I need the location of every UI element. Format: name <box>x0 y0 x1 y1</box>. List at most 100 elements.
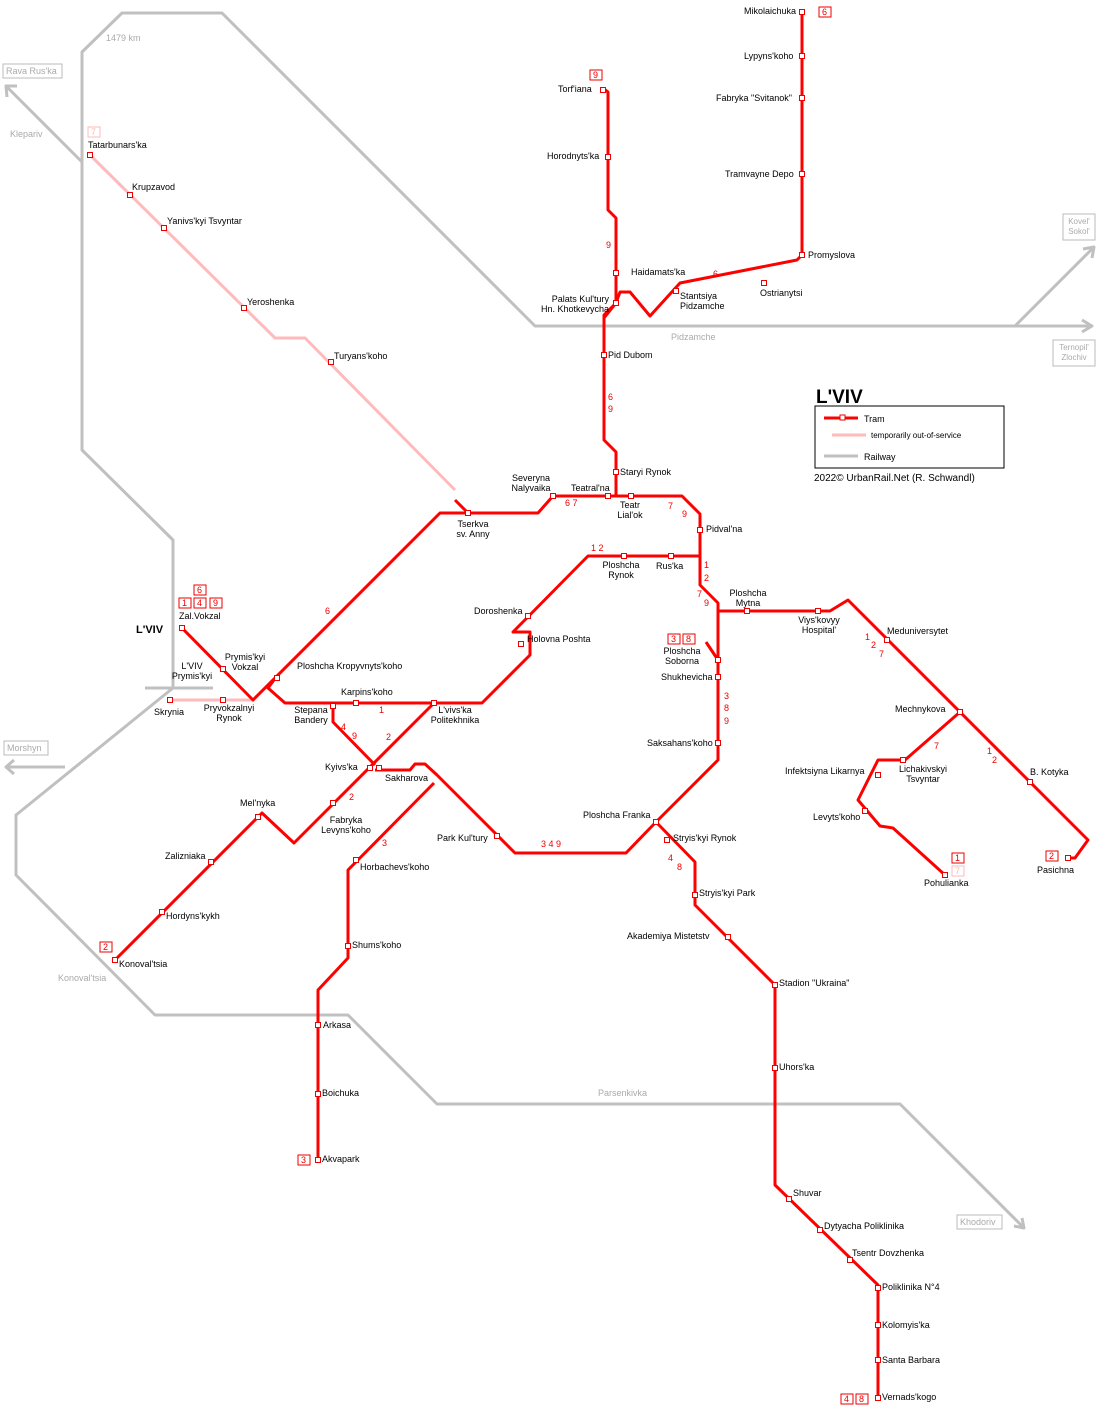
station-marker <box>772 1065 778 1071</box>
station-teatralna[interactable]: Teatral'na <box>571 483 610 493</box>
station-dytyacha[interactable]: Dytyacha Poliklinika <box>824 1221 904 1231</box>
station-marker <box>328 359 334 365</box>
copyright: 2022© UrbanRail.Net (R. Schwandl) <box>814 473 975 484</box>
station-pohulianka[interactable]: Pohulianka <box>924 878 969 888</box>
station-staryi-rynok[interactable]: Staryi Rynok <box>620 467 672 477</box>
route-number: 2 <box>386 732 391 742</box>
station-marker <box>653 819 659 825</box>
station-akademiya[interactable]: Akademiya Mistetstv <box>627 931 710 941</box>
station-dovzhenka[interactable]: Tsentr Dovzhenka <box>852 1248 924 1258</box>
station-pid-dubom[interactable]: Pid Dubom <box>608 350 653 360</box>
station-saksahanskoho[interactable]: Saksahans'koho <box>647 738 713 748</box>
station-melnyka[interactable]: Mel'nyka <box>240 798 275 808</box>
station-horbachevskoho[interactable]: Horbachevs'koho <box>360 862 429 872</box>
station-shuvar[interactable]: Shuvar <box>793 1188 822 1198</box>
station-kotyka[interactable]: B. Kotyka <box>1030 767 1069 777</box>
station-infektsiyna[interactable]: Infektsiyna Likarnya <box>785 766 865 776</box>
station-marker <box>772 982 778 988</box>
station-mechnykova[interactable]: Mechnykova <box>895 704 946 714</box>
station-park-kultury[interactable]: Park Kul'tury <box>437 833 488 843</box>
route-number: 3 <box>724 691 729 701</box>
station-lypynskoho[interactable]: Lypyns'koho <box>744 51 793 61</box>
station-ostrianytsi[interactable]: Ostrianytsi <box>760 288 803 298</box>
station-santa-barbara[interactable]: Santa Barbara <box>882 1355 940 1365</box>
station-zal-vokzal[interactable]: Zal.Vokzal <box>179 611 221 621</box>
station-skrynia[interactable]: Skrynia <box>154 707 184 717</box>
station-vernadskogo[interactable]: Vernads'kogo <box>882 1392 936 1402</box>
route-number: 7 <box>879 649 884 659</box>
station-krupzavod[interactable]: Krupzavod <box>132 182 175 192</box>
station-doroshenka[interactable]: Doroshenka <box>474 606 523 616</box>
route-number: 1 <box>955 853 960 863</box>
station-marker <box>159 909 165 915</box>
station-marker <box>847 1257 853 1263</box>
station-stadion[interactable]: Stadion "Ukraina" <box>779 978 849 988</box>
station-marker <box>127 192 133 198</box>
station-marker <box>799 95 805 101</box>
station-kyivska[interactable]: Kyivs'ka <box>325 762 358 772</box>
station-stryiskyi-park[interactable]: Stryis'kyi Park <box>699 888 756 898</box>
station-sakharova[interactable]: Sakharova <box>385 773 428 783</box>
station-tatarbunarska[interactable]: Tatarbunars'ka <box>88 140 147 150</box>
station-svitanok[interactable]: Fabryka "Svitanok" <box>716 93 792 103</box>
station-yeroshenka[interactable]: Yeroshenka <box>247 297 294 307</box>
route-number: 4 <box>341 722 346 732</box>
station-marker <box>664 837 670 843</box>
station-marker <box>315 1091 321 1097</box>
station-hordynskykh[interactable]: Hordyns'kykh <box>166 911 220 921</box>
station-marker <box>799 9 805 15</box>
station-akvapark[interactable]: Akvapark <box>322 1154 360 1164</box>
lviv-main-station: L'VIV <box>136 624 164 636</box>
station-boichuka[interactable]: Boichuka <box>322 1088 359 1098</box>
station-depo[interactable]: Tramvayne Depo <box>725 169 794 179</box>
station-arkasa[interactable]: Arkasa <box>323 1020 351 1030</box>
station-marker <box>715 740 721 746</box>
station-konovaltsia[interactable]: Konoval'tsia <box>119 959 167 969</box>
station-marker <box>179 625 185 631</box>
station-kropyvnytskoho[interactable]: Ploshcha Kropyvnyts'koho <box>297 661 402 671</box>
station-zalizniaka[interactable]: Zalizniaka <box>165 851 206 861</box>
station-pasichna[interactable]: Pasichna <box>1037 865 1074 875</box>
route-number: 1 <box>182 598 187 608</box>
station-meduniversytet[interactable]: Meduniversytet <box>887 626 949 636</box>
station-holovna-poshta[interactable]: Holovna Poshta <box>527 634 591 644</box>
station-uhorska[interactable]: Uhors'ka <box>779 1062 814 1072</box>
station-mikolaichuka[interactable]: Mikolaichuka <box>744 6 796 16</box>
station-torfiana[interactable]: Torf'iana <box>558 84 592 94</box>
station-ploshcha-franka[interactable]: Ploshcha Franka <box>583 810 651 820</box>
station-kolomyiska[interactable]: Kolomyis'ka <box>882 1320 930 1330</box>
oos-line-7 <box>88 153 457 492</box>
station-yanivskyi[interactable]: Yanivs'kyi Tsvyntar <box>167 216 242 226</box>
station-shukhevicha[interactable]: Shukhevicha <box>661 672 713 682</box>
station-marker <box>274 675 280 681</box>
station-levytskoho[interactable]: Levyts'koho <box>813 812 860 822</box>
station-haidamatska[interactable]: Haidamats'ka <box>631 267 685 277</box>
station-turyanskoho[interactable]: Turyans'koho <box>334 351 387 361</box>
station-pidvalna[interactable]: Pidval'na <box>706 524 742 534</box>
station-karpinskoho[interactable]: Karpins'koho <box>341 687 393 697</box>
station-ruska[interactable]: Rus'ka <box>656 561 683 571</box>
station-shumskoho[interactable]: Shums'koho <box>352 940 401 950</box>
station-stryiskyi-rynok[interactable]: Stryis'kyi Rynok <box>673 833 737 843</box>
station-horodnytska[interactable]: Horodnyts'ka <box>547 151 599 161</box>
station-poliklinika4[interactable]: Poliklinika N°4 <box>882 1282 940 1292</box>
station-marker <box>255 814 261 820</box>
station-marker <box>817 1227 823 1233</box>
station-promyslova[interactable]: Promyslova <box>808 250 855 260</box>
route-number: 1 <box>987 746 992 756</box>
